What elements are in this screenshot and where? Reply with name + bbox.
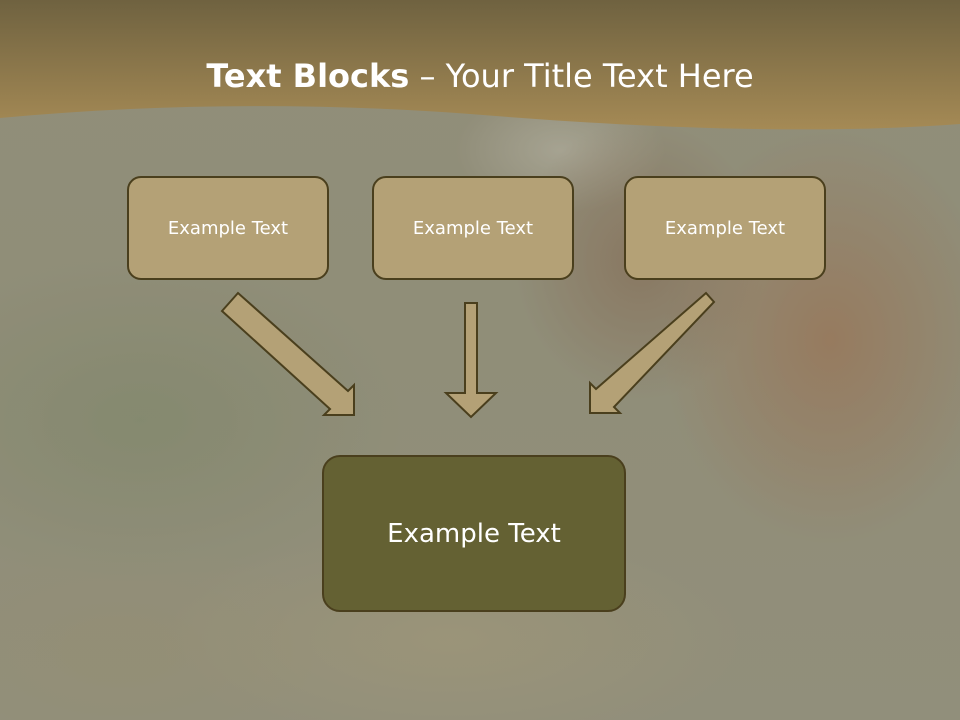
text-block-center[interactable]: Example Text <box>372 176 574 280</box>
arrow-down-right-icon <box>220 291 355 416</box>
text-block-right[interactable]: Example Text <box>624 176 826 280</box>
text-block-main-label: Example Text <box>387 518 561 549</box>
text-block-label: Example Text <box>664 217 786 239</box>
text-block-main[interactable]: Example Text <box>322 455 626 612</box>
header-band <box>0 0 960 130</box>
page-title: Text Blocks – Your Title Text Here <box>0 55 960 97</box>
title-bold-part: Text Blocks <box>206 57 410 95</box>
arrow-down-left-icon <box>589 291 716 414</box>
title-separator: – <box>409 57 446 95</box>
title-rest-part: Your Title Text Here <box>445 57 754 95</box>
text-block-label: Example Text <box>167 217 289 239</box>
arrow-down-icon <box>443 302 499 419</box>
text-block-label: Example Text <box>412 217 534 239</box>
text-block-left[interactable]: Example Text <box>127 176 329 280</box>
